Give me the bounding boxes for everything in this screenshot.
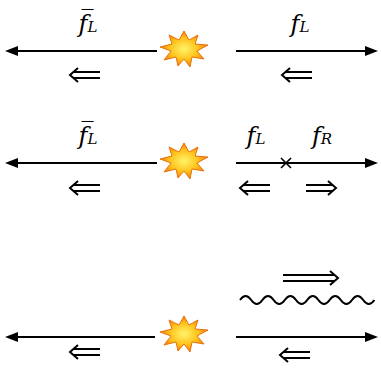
particle-label: f̅L [79, 124, 98, 148]
particle-label: fL [247, 124, 266, 148]
particle-label: fL [291, 12, 310, 36]
particle-label: fR [312, 124, 332, 148]
row-3 [5, 271, 378, 362]
row-1 [5, 31, 378, 82]
row-2 [5, 143, 378, 195]
particle-label: f̅L [79, 12, 98, 36]
